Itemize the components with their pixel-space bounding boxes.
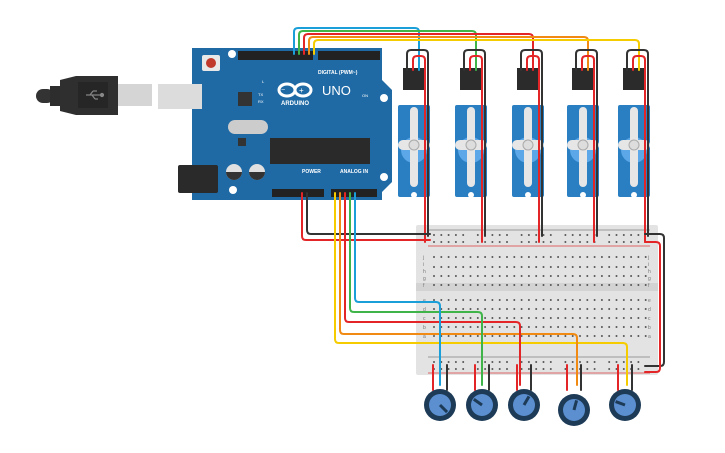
led-tx-label: TX xyxy=(258,92,263,97)
digital-header-left xyxy=(238,51,313,60)
svg-text:g: g xyxy=(648,276,651,282)
usb-port xyxy=(158,84,202,109)
digital-header-right xyxy=(318,51,380,60)
svg-text:h: h xyxy=(648,269,651,275)
pot-indicator xyxy=(438,403,449,414)
svg-text:a: a xyxy=(423,334,426,340)
svg-text:f: f xyxy=(648,283,650,289)
analog-label: ANALOG IN xyxy=(340,169,368,175)
servo-ground-wire[interactable] xyxy=(575,49,598,237)
servo-connector[interactable] xyxy=(623,68,645,90)
servo-power-wire[interactable] xyxy=(581,55,595,243)
microcontroller-chip xyxy=(270,138,370,164)
svg-text:g: g xyxy=(423,276,426,282)
servo-ground-wire[interactable] xyxy=(520,49,543,237)
svg-text:b: b xyxy=(423,325,426,331)
power-header xyxy=(272,189,324,197)
servo-power-wire[interactable] xyxy=(526,55,540,243)
svg-text:+: + xyxy=(299,86,304,95)
servo-connector[interactable] xyxy=(460,68,482,90)
servo-connector[interactable] xyxy=(517,68,539,90)
svg-text:c: c xyxy=(648,316,651,322)
svg-text:a: a xyxy=(648,334,651,340)
pot-indicator xyxy=(472,398,483,407)
servo-ground-wire[interactable] xyxy=(463,49,486,237)
svg-text:j: j xyxy=(647,255,649,261)
crystal xyxy=(228,120,268,134)
servo-ground-wire[interactable] xyxy=(626,49,649,237)
digital-label: DIGITAL (PWM~) xyxy=(318,70,358,76)
servo-motor[interactable] xyxy=(398,68,430,198)
analog-wire[interactable] xyxy=(354,192,441,386)
servo-motor[interactable] xyxy=(512,68,544,198)
servo-motor[interactable] xyxy=(567,68,599,198)
potentiometer[interactable] xyxy=(424,389,456,421)
potentiometer[interactable] xyxy=(466,389,498,421)
servo-motor[interactable] xyxy=(455,68,487,198)
analog-wire[interactable] xyxy=(344,192,521,386)
pot-indicator xyxy=(522,395,531,406)
arduino-uno-board[interactable]: DIGITAL (PWM~) − + ARDUINO UNO ON L TX R… xyxy=(158,48,392,200)
power-jack xyxy=(178,165,218,193)
power-label: POWER xyxy=(302,169,321,175)
potentiometer[interactable] xyxy=(609,389,641,421)
arduino-gnd-wire[interactable] xyxy=(306,192,431,235)
servo-ground-wire[interactable] xyxy=(406,49,429,237)
led-rx-label: RX xyxy=(258,99,264,104)
svg-text:d: d xyxy=(423,307,426,313)
led-l-label: L xyxy=(262,79,265,84)
svg-text:f: f xyxy=(423,283,425,289)
servo-power-wire[interactable] xyxy=(632,55,646,243)
servo-connector[interactable] xyxy=(572,68,594,90)
usb-icon xyxy=(86,90,105,100)
svg-text:d: d xyxy=(648,307,651,313)
analog-wire[interactable] xyxy=(349,192,483,386)
pot-indicator xyxy=(572,399,579,411)
rail-ground-jumper[interactable] xyxy=(644,233,665,367)
servo-connector[interactable] xyxy=(403,68,425,90)
svg-text:h: h xyxy=(423,269,426,275)
svg-text:i: i xyxy=(423,262,424,268)
usb-cable[interactable] xyxy=(36,76,152,115)
on-label: ON xyxy=(362,93,368,98)
arduino-logo: − + xyxy=(277,82,313,98)
svg-text:i: i xyxy=(648,262,649,268)
potentiometer[interactable] xyxy=(508,389,540,421)
rail-power-jumper[interactable] xyxy=(644,241,661,373)
pot-indicator xyxy=(615,400,626,407)
brand-label: ARDUINO xyxy=(281,101,309,107)
servo-power-wire[interactable] xyxy=(469,55,483,243)
svg-text:e: e xyxy=(648,298,651,304)
potentiometer[interactable] xyxy=(558,394,590,426)
model-label: UNO xyxy=(322,83,351,98)
arduino-5v-wire[interactable] xyxy=(301,192,431,241)
svg-text:−: − xyxy=(281,87,285,94)
servo-power-wire[interactable] xyxy=(412,55,426,243)
servo-motor[interactable] xyxy=(618,68,650,198)
signal-wire[interactable] xyxy=(313,39,640,71)
analog-wire[interactable] xyxy=(339,192,578,386)
svg-text:b: b xyxy=(648,325,651,331)
svg-text:j: j xyxy=(422,255,424,261)
svg-text:c: c xyxy=(423,316,426,322)
